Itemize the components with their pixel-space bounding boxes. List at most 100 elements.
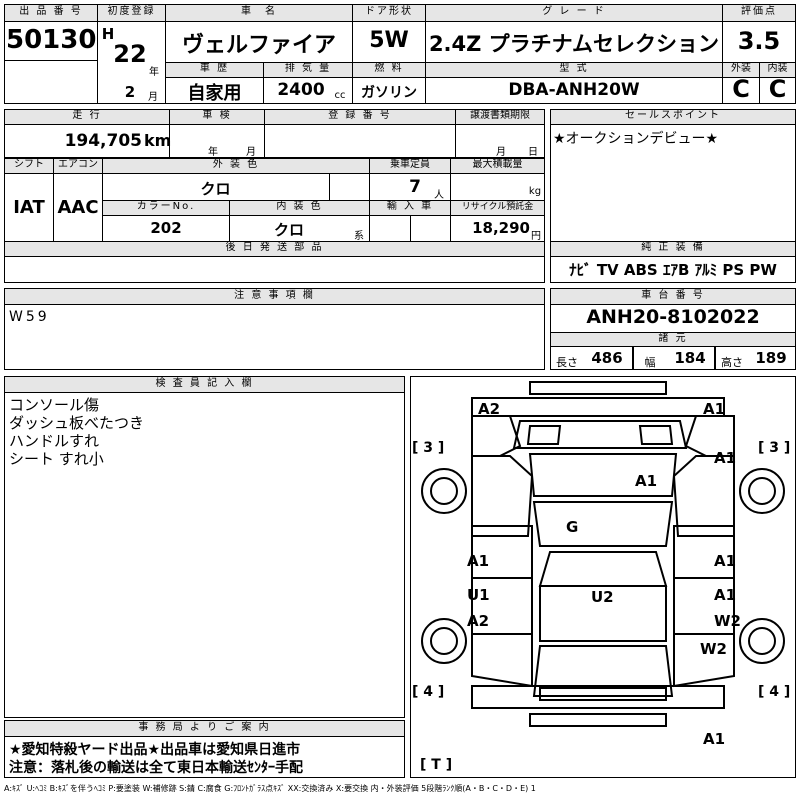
fuel: ガソリン bbox=[361, 85, 417, 101]
damage-mark: A1 bbox=[714, 586, 737, 604]
inspector-line: シート すれ小 bbox=[9, 450, 104, 468]
door: 5W bbox=[369, 28, 409, 53]
equipment-label: 純 正 装 備 bbox=[550, 241, 796, 257]
exterior-grade: C bbox=[732, 75, 750, 103]
damage-mark: U1 bbox=[467, 586, 490, 604]
notes-cell bbox=[4, 304, 545, 370]
loadmax-unit: kg bbox=[528, 186, 542, 197]
length-label: 長さ bbox=[556, 356, 578, 369]
chassis-label: 車 台 番 号 bbox=[550, 288, 796, 305]
lot-number: 50130 bbox=[6, 25, 97, 55]
interior-grade: C bbox=[768, 75, 787, 103]
loadmax-label: 最大積載量 bbox=[450, 158, 545, 174]
damage-mark: A1 bbox=[714, 449, 737, 467]
office-line-1: ★愛知特殺ヤード出品★出品車は愛知県日進市 bbox=[9, 742, 301, 758]
transfer-month: 月 bbox=[496, 147, 506, 158]
displacement: 2400 bbox=[277, 80, 325, 100]
tire-front-right: [ 3 ] bbox=[758, 440, 791, 456]
transfer-day: 日 bbox=[528, 147, 538, 158]
equipment-cell bbox=[550, 256, 796, 283]
car-name: ヴェルファイア bbox=[181, 33, 336, 58]
recycle: 18,290 bbox=[472, 219, 530, 237]
damage-mark: A1 bbox=[467, 552, 490, 570]
history-label: 車 歴 bbox=[165, 62, 264, 78]
ext-color-subcell bbox=[329, 173, 370, 201]
spec-div-2 bbox=[714, 346, 716, 370]
sales-label: セールスポイント bbox=[550, 109, 796, 125]
inspector-line: コンソール傷 bbox=[9, 396, 100, 414]
inspector-cell bbox=[4, 392, 405, 718]
transfer-cell bbox=[455, 124, 545, 158]
damage-mark: A2 bbox=[467, 612, 490, 630]
tire-front-left: [ 3 ] bbox=[412, 440, 445, 456]
shift-label: シフト bbox=[4, 158, 54, 174]
inspector-line: ハンドルすれ bbox=[9, 432, 100, 450]
lot-blank-cell bbox=[4, 60, 98, 104]
chassis: ANH20-8102022 bbox=[586, 306, 760, 328]
inspector-line: ダッシュ板べたつき bbox=[9, 414, 145, 432]
first-reg-label: 初度登録 bbox=[97, 4, 166, 22]
ac-label: エアコン bbox=[53, 158, 103, 174]
width-label: 幅 bbox=[644, 356, 656, 369]
ins-month-unit: 月 bbox=[246, 147, 256, 158]
later-parts-cell bbox=[4, 256, 545, 283]
later-parts-label: 後 日 発 送 部 品 bbox=[4, 241, 545, 257]
damage-mark: U2 bbox=[591, 588, 614, 606]
car-diagram bbox=[421, 381, 785, 727]
int-color: クロ bbox=[273, 221, 304, 239]
notes-label: 注 意 事 項 欄 bbox=[4, 288, 545, 305]
ext-color: クロ bbox=[200, 180, 231, 198]
history: 自家用 bbox=[187, 83, 242, 104]
model: DBA-ANH20W bbox=[508, 80, 640, 100]
model-label: 型 式 bbox=[425, 62, 723, 78]
import-split bbox=[410, 215, 451, 242]
damage-mark: W2 bbox=[700, 640, 727, 658]
reg-month: 2 bbox=[124, 83, 136, 101]
capacity-unit: 人 bbox=[434, 190, 444, 201]
recycle-unit: 円 bbox=[531, 231, 541, 242]
score: 3.5 bbox=[737, 27, 781, 55]
fuel-label: 燃 料 bbox=[352, 62, 426, 78]
shift: IAT bbox=[13, 197, 45, 218]
damage-mark: W2 bbox=[714, 612, 741, 630]
damage-mark: A1 bbox=[703, 730, 726, 748]
tire-rear-right: [ 4 ] bbox=[758, 684, 791, 700]
tire-rear-left: [ 4 ] bbox=[412, 684, 445, 700]
notes-text: W59 bbox=[9, 309, 50, 325]
grade: 2.4Z プラチナムセレクション bbox=[428, 32, 720, 56]
legend: A:ｷｽﾞ U:ﾍｺﾐ B:ｷｽﾞを伴うﾍｺﾐ P:要塗装 W:補修跡 S:錆 … bbox=[4, 784, 536, 793]
ac: AAC bbox=[57, 197, 99, 218]
damage-mark: A2 bbox=[478, 400, 501, 418]
spec-div-1 bbox=[632, 346, 634, 370]
grade-label: グ レ ー ド bbox=[425, 4, 723, 22]
damage-mark: A1 bbox=[703, 400, 726, 418]
spare-tire: [ T ] bbox=[420, 757, 453, 773]
inspection-label: 車 検 bbox=[169, 109, 265, 125]
height: 189 bbox=[755, 349, 787, 367]
interior-cell bbox=[759, 77, 796, 104]
damage-mark: A1 bbox=[635, 472, 658, 490]
reg-cell bbox=[264, 124, 456, 158]
int-color-label: 内 装 色 bbox=[229, 200, 370, 216]
capacity-label: 乗車定員 bbox=[369, 158, 451, 174]
height-label: 高さ bbox=[721, 356, 743, 369]
equipment: ﾅﾋﾞ TV ABS ｴｱB ｱﾙﾐ PS PW bbox=[569, 261, 777, 279]
damage-diagram-frame bbox=[410, 376, 796, 778]
damage-mark: G bbox=[566, 518, 579, 536]
spec-label: 諸 元 bbox=[550, 332, 796, 347]
reg-label: 登 録 番 号 bbox=[264, 109, 456, 125]
spec-cell bbox=[550, 346, 796, 370]
reg-year: 22 bbox=[113, 40, 147, 68]
import-label: 輸 入 車 bbox=[369, 200, 451, 216]
mileage-label: 走 行 bbox=[4, 109, 170, 125]
office-label: 事 務 局 よ り ご 案 内 bbox=[4, 720, 405, 737]
mileage-unit: km bbox=[144, 131, 172, 150]
reg-month-unit: 月 bbox=[148, 92, 158, 103]
recycle-label: リサイクル預託金 bbox=[450, 200, 545, 216]
car-name-label: 車 名 bbox=[165, 4, 353, 22]
damage-mark: A1 bbox=[714, 552, 737, 570]
length: 486 bbox=[591, 349, 623, 367]
score-label: 評価点 bbox=[722, 4, 796, 22]
door-label: ドア形状 bbox=[352, 4, 426, 22]
reg-year-unit: 年 bbox=[149, 67, 159, 78]
